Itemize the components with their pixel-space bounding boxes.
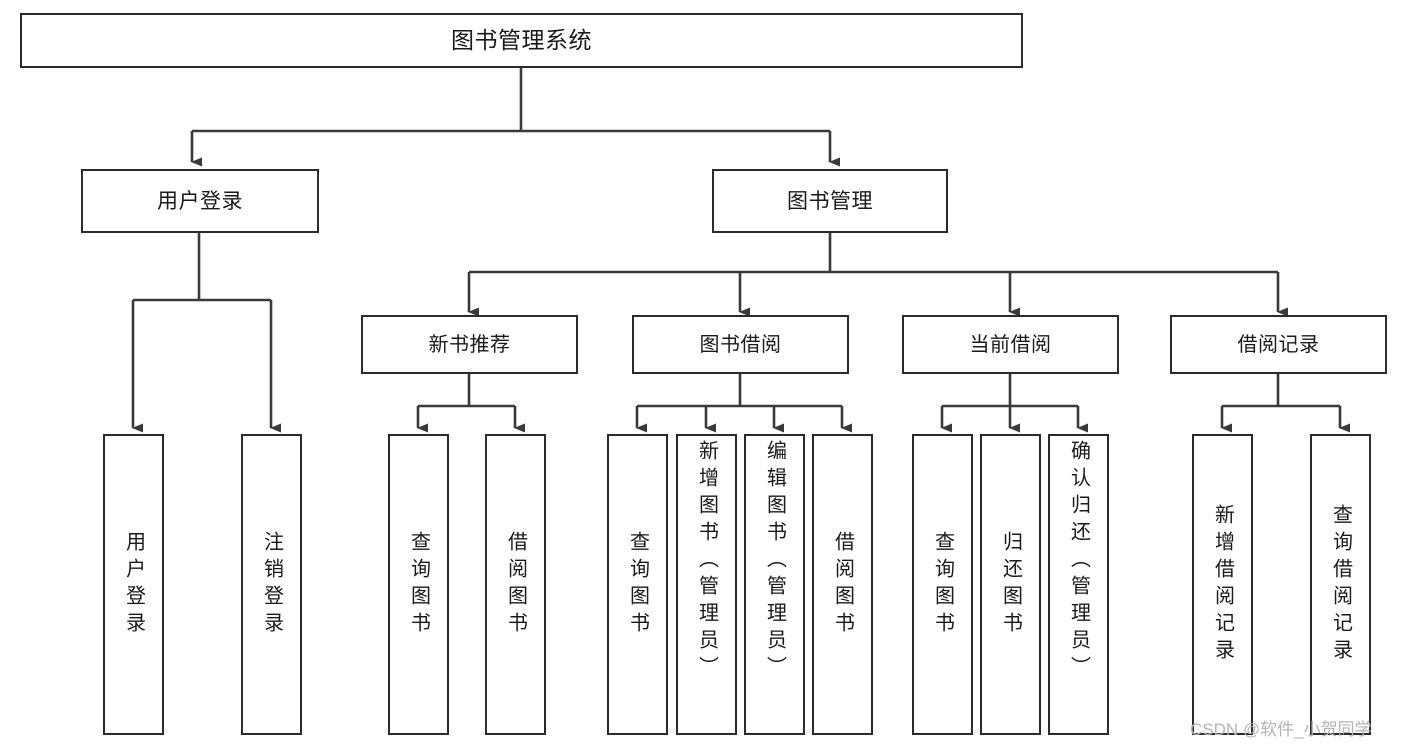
leaf-label-borrow-book-1: 借阅图书 [504,530,527,639]
leaf-user-logout[interactable]: 注销登录 [241,434,302,735]
node-borrow-record[interactable]: 借阅记录 [1170,315,1387,374]
leaf-label-return-book: 归还图书 [999,530,1022,639]
leaf-add-book[interactable]: 新增图书（管理员） [676,434,737,735]
node-user-login[interactable]: 用户登录 [81,169,319,233]
leaf-user-login[interactable]: 用户登录 [103,434,164,735]
node-book-borrow[interactable]: 图书借阅 [632,315,849,374]
leaf-label-query-book-2: 查询图书 [626,530,649,639]
node-label-new-book-recommend: 新书推荐 [428,333,511,356]
leaf-query-book-1[interactable]: 查询图书 [388,434,449,735]
leaf-label-add-record: 新增借阅记录 [1211,503,1234,666]
node-label-borrow-record: 借阅记录 [1237,333,1320,356]
leaf-query-book-3[interactable]: 查询图书 [912,434,973,735]
leaf-label-borrow-book-2: 借阅图书 [831,530,854,639]
leaf-borrow-book-1[interactable]: 借阅图书 [485,434,546,735]
node-new-book-recommend[interactable]: 新书推荐 [361,315,578,374]
leaf-label-edit-book: 编辑图书（管理员） [763,440,786,683]
node-book-manage[interactable]: 图书管理 [712,169,948,233]
node-label-current-borrow: 当前借阅 [969,333,1052,356]
leaf-confirm-return[interactable]: 确认归还（管理员） [1048,434,1109,735]
leaf-label-user-logout: 注销登录 [260,530,283,639]
leaf-borrow-book-2[interactable]: 借阅图书 [812,434,873,735]
node-label-root: 图书管理系统 [451,27,592,53]
node-label-book-borrow: 图书借阅 [699,333,782,356]
leaf-add-record[interactable]: 新增借阅记录 [1192,434,1253,735]
node-root-book-management-system[interactable]: 图书管理系统 [20,13,1023,68]
node-label-book-manage: 图书管理 [787,189,873,213]
leaf-label-query-book-3: 查询图书 [931,530,954,639]
leaf-query-book-2[interactable]: 查询图书 [607,434,668,735]
leaf-edit-book[interactable]: 编辑图书（管理员） [744,434,805,735]
leaf-label-query-book-1: 查询图书 [407,530,430,639]
leaf-label-confirm-return: 确认归还（管理员） [1067,440,1090,683]
node-current-borrow[interactable]: 当前借阅 [902,315,1119,374]
leaf-label-user-login: 用户登录 [122,530,145,639]
leaf-label-query-record: 查询借阅记录 [1329,503,1352,666]
leaf-return-book[interactable]: 归还图书 [980,434,1041,735]
node-label-user-login: 用户登录 [157,189,243,213]
leaf-label-add-book: 新增图书（管理员） [695,440,718,683]
leaf-query-record[interactable]: 查询借阅记录 [1310,434,1371,735]
